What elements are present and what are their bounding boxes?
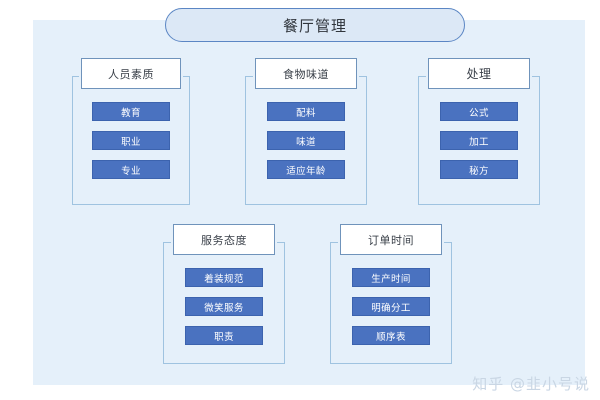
item-label: 生产时间 <box>371 273 411 285</box>
group-items: 公式 加工 秘方 <box>418 102 540 179</box>
item-box[interactable]: 味道 <box>267 131 345 150</box>
item-label: 适应年龄 <box>286 165 326 177</box>
item-label: 顺序表 <box>376 331 406 343</box>
watermark: 知乎 @韭小号说 <box>472 375 590 393</box>
item-box[interactable]: 适应年龄 <box>267 160 345 179</box>
item-box[interactable]: 加工 <box>440 131 518 150</box>
item-label: 专业 <box>121 165 141 177</box>
item-label: 配料 <box>296 107 316 119</box>
group-header-label: 订单时间 <box>368 233 414 247</box>
group-personnel-quality[interactable]: 人员素质 教育 职业 专业 <box>72 58 190 205</box>
item-label: 秘方 <box>469 165 489 177</box>
item-label: 加工 <box>469 136 489 148</box>
item-label: 教育 <box>121 107 141 119</box>
group-header-order-time[interactable]: 订单时间 <box>340 224 442 255</box>
root-node-label: 餐厅管理 <box>282 16 347 35</box>
item-label: 公式 <box>469 107 489 119</box>
group-processing[interactable]: 处理 公式 加工 秘方 <box>418 58 540 205</box>
group-items: 着装规范 微笑服务 职责 <box>163 268 285 345</box>
item-label: 着装规范 <box>204 273 244 285</box>
item-box[interactable]: 教育 <box>92 102 170 121</box>
group-order-time[interactable]: 订单时间 生产时间 明确分工 顺序表 <box>330 224 452 364</box>
item-box[interactable]: 顺序表 <box>352 326 430 345</box>
root-node-restaurant-management[interactable]: 餐厅管理 <box>165 8 465 42</box>
group-food-taste[interactable]: 食物味道 配料 味道 适应年龄 <box>245 58 367 205</box>
group-header-food-taste[interactable]: 食物味道 <box>255 58 357 89</box>
group-items: 生产时间 明确分工 顺序表 <box>330 268 452 345</box>
item-label: 明确分工 <box>371 302 411 314</box>
item-box[interactable]: 公式 <box>440 102 518 121</box>
item-box[interactable]: 职责 <box>185 326 263 345</box>
group-header-label: 食物味道 <box>283 67 329 81</box>
item-label: 味道 <box>296 136 316 148</box>
group-service-attitude[interactable]: 服务态度 着装规范 微笑服务 职责 <box>163 224 285 364</box>
item-label: 微笑服务 <box>204 302 244 314</box>
item-box[interactable]: 微笑服务 <box>185 297 263 316</box>
item-box[interactable]: 明确分工 <box>352 297 430 316</box>
group-items: 教育 职业 专业 <box>72 102 190 179</box>
item-box[interactable]: 秘方 <box>440 160 518 179</box>
item-box[interactable]: 着装规范 <box>185 268 263 287</box>
item-label: 职责 <box>214 331 234 343</box>
group-header-processing[interactable]: 处理 <box>428 58 530 89</box>
item-box[interactable]: 专业 <box>92 160 170 179</box>
group-items: 配料 味道 适应年龄 <box>245 102 367 179</box>
group-header-label: 服务态度 <box>201 233 247 247</box>
group-header-label: 处理 <box>466 67 492 81</box>
item-box[interactable]: 生产时间 <box>352 268 430 287</box>
item-box[interactable]: 配料 <box>267 102 345 121</box>
item-label: 职业 <box>121 136 141 148</box>
group-header-service-attitude[interactable]: 服务态度 <box>173 224 275 255</box>
item-box[interactable]: 职业 <box>92 131 170 150</box>
group-header-label: 人员素质 <box>108 67 154 81</box>
group-header-personnel-quality[interactable]: 人员素质 <box>81 58 181 89</box>
